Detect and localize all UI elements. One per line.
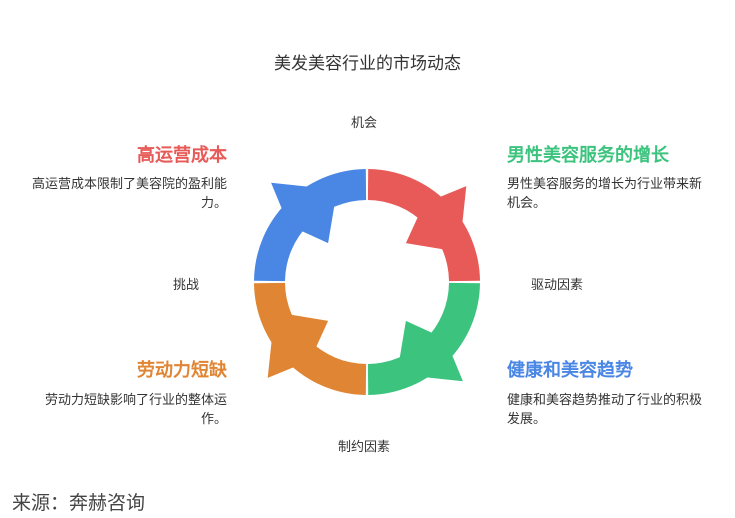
quadrant-heading-wellness-trend: 健康和美容趋势	[507, 360, 633, 381]
axis-label-drivers: 驱动因素	[531, 278, 584, 293]
axis-label-constraints: 制约因素	[338, 440, 391, 455]
growth-segment	[367, 169, 480, 282]
quadrant-heading-high-costs: 高运营成本	[137, 145, 227, 166]
arrowhead-icon	[397, 320, 463, 382]
quadrant-text-labor-shortage: 劳动力短缺影响了行业的整体运作。	[44, 393, 227, 427]
axis-label-opportunity: 机会	[351, 116, 378, 131]
shortage-segment	[254, 282, 367, 395]
quadrant-heading-male-grooming: 男性美容服务的增长	[507, 145, 669, 166]
axis-label-challenges: 挑战	[173, 278, 200, 293]
trend-segment	[367, 282, 480, 395]
quadrant-text-wellness-trend: 健康和美容趋势推动了行业的积极发展。	[507, 393, 703, 427]
cost-segment	[254, 169, 367, 282]
quadrant-text-male-grooming: 男性美容服务的增长为行业带来新机会。	[507, 177, 703, 211]
arrowhead-icon	[267, 312, 329, 378]
quadrant-text-high-costs: 高运营成本限制了美容院的盈利能力。	[31, 177, 227, 211]
quadrant-heading-labor-shortage: 劳动力短缺	[137, 360, 227, 381]
source-note: 来源：奔赫咨询	[12, 492, 146, 514]
arrowhead-icon	[271, 182, 337, 244]
diagram-title: 美发美容行业的市场动态	[274, 54, 461, 74]
arrowhead-icon	[405, 186, 467, 252]
